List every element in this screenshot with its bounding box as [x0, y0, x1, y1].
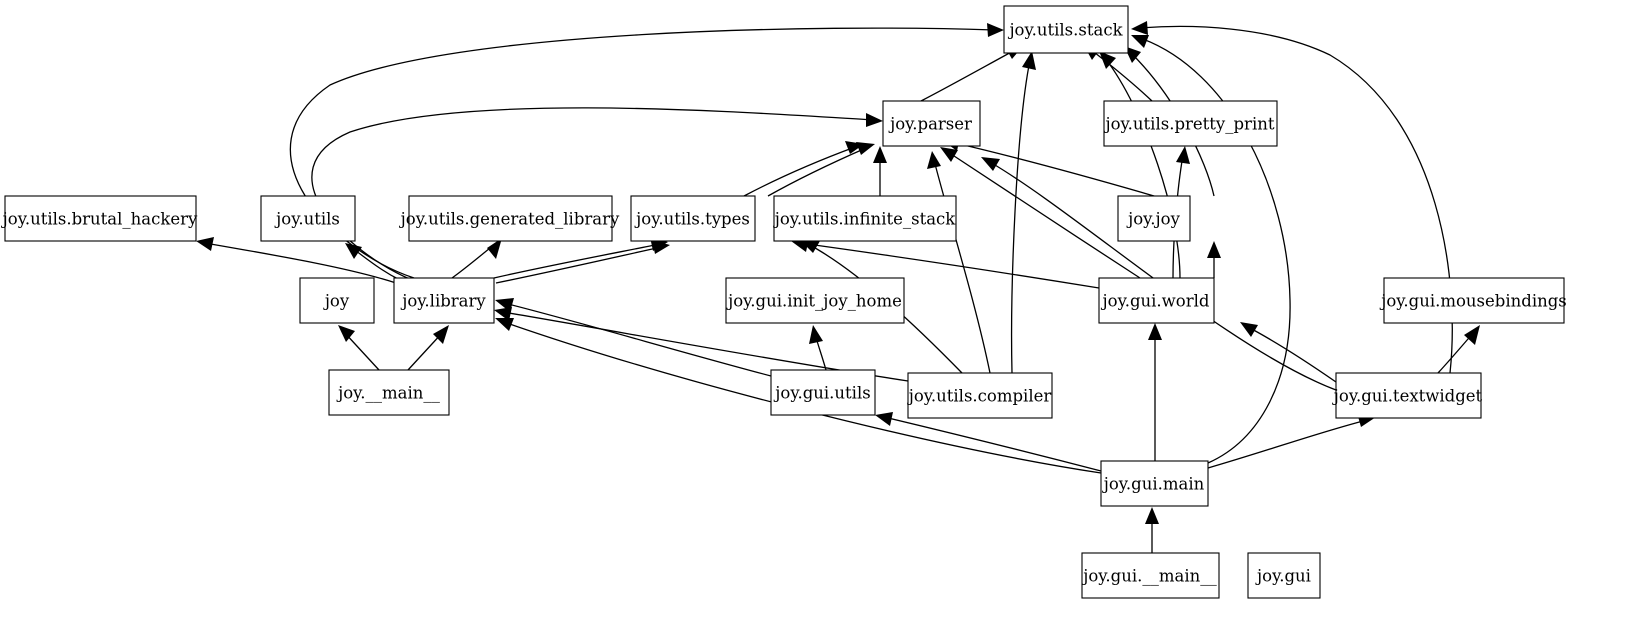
node-joy-gui-world[interactable]: joy.gui.world: [1098, 277, 1215, 324]
node-joy-parser[interactable]: joy.parser: [882, 100, 981, 147]
node-joy-utils-infinite-stack[interactable]: joy.utils.infinite_stack: [773, 195, 957, 242]
node-label-joy-gui-dunder-main: joy.gui.__main__: [1081, 567, 1217, 586]
edge-joy-gui-main-to-joy-utils-stack: [1131, 35, 1291, 464]
edge-joy-gui-main-to-joy-gui-textwidget: [1207, 413, 1376, 469]
edge-joy-library-to-joy-parser: [311, 107, 883, 281]
node-joy-gui-init-joy-home[interactable]: joy.gui.init_joy_home: [725, 277, 905, 324]
node-layer: joy.utils.stack joy.parser joy.utils.pre…: [1, 5, 1567, 599]
edge-joy-parser-to-joy-utils-stack: [920, 46, 1023, 102]
node-joy-gui-textwidget[interactable]: joy.gui.textwidget: [1332, 372, 1483, 419]
node-joy-utils-compiler[interactable]: joy.utils.compiler: [907, 372, 1053, 419]
edge-joy-gui-world-to-joy-utils-stack: [1099, 51, 1181, 279]
node-label-joy: joy: [323, 292, 350, 311]
edge-joy-joy-to-joy-parser: [942, 137, 1179, 204]
node-label-joy-utils-stack: joy.utils.stack: [1007, 21, 1123, 40]
edge-joy-main-to-joy: [338, 325, 380, 371]
edge-joy-library-to-joy-utils-types: [493, 237, 668, 279]
edge-joy-gui-main-module-to-joy-gui-main: [1145, 507, 1159, 553]
node-label-joy-dunder-main: joy.__main__: [336, 384, 441, 403]
node-joy-gui-utils[interactable]: joy.gui.utils: [770, 369, 876, 416]
node-joy-utils-generated-library[interactable]: joy.utils.generated_library: [399, 195, 620, 242]
edge-joy-utils-types-to-joy-parser-alt: [767, 142, 875, 197]
node-label-joy-gui-world: joy.gui.world: [1101, 292, 1210, 311]
edge-joy-library-to-joy-utils-generated-library: [451, 238, 502, 279]
edge-joy-utils-compiler-to-joy-parser: [927, 151, 991, 374]
node-joy-gui[interactable]: joy.gui: [1247, 552, 1321, 599]
node-joy-utils[interactable]: joy.utils: [260, 195, 356, 242]
edge-joy-gui-utils-to-joy-library: [495, 298, 772, 377]
node-label-joy-utils-brutal-hackery: joy.utils.brutal_hackery: [1, 210, 198, 229]
node-label-joy-utils: joy.utils: [274, 210, 340, 229]
edge-joy-gui-textwidget-to-joy-gui-world: [1240, 322, 1337, 383]
edge-joy-utils-types-to-joy-parser: [743, 141, 864, 197]
node-label-joy-utils-pretty-print: joy.utils.pretty_print: [1104, 115, 1275, 134]
node-joy-library[interactable]: joy.library: [393, 277, 495, 324]
edge-joy-main-to-joy-library: [407, 325, 449, 371]
edge-joy-gui-textwidget-to-joy-gui-mousebindings: [1437, 325, 1480, 374]
node-label-joy-gui: joy.gui: [1255, 567, 1311, 586]
node-label-joy-parser: joy.parser: [888, 115, 972, 134]
node-label-joy-gui-main: joy.gui.main: [1102, 475, 1205, 494]
edge-joy-library-to-joy-utils-types-alt: [495, 240, 670, 284]
edge-joy-gui-world-to-joy-parser: [940, 147, 1141, 279]
node-label-joy-gui-textwidget: joy.gui.textwidget: [1332, 387, 1483, 406]
edge-joy-utils-compiler-to-joy-utils-stack: [1010, 51, 1036, 374]
edge-joy-gui-textwidget-to-joy-parser: [981, 157, 1337, 391]
node-joy-utils-types[interactable]: joy.utils.types: [630, 195, 756, 242]
node-joy-utils-brutal-hackery[interactable]: joy.utils.brutal_hackery: [1, 195, 198, 242]
node-joy-gui-dunder-main[interactable]: joy.gui.__main__: [1081, 552, 1220, 599]
node-label-joy-utils-types: joy.utils.types: [634, 210, 750, 229]
edge-joy-library-to-joy-utils: [345, 243, 401, 281]
node-label-joy-gui-init-joy-home: joy.gui.init_joy_home: [726, 292, 902, 311]
node-joy-gui-mousebindings[interactable]: joy.gui.mousebindings: [1379, 277, 1567, 324]
node-label-joy-joy: joy.joy: [1126, 210, 1180, 229]
node-label-joy-gui-utils: joy.gui.utils: [773, 384, 870, 403]
node-joy-dunder-main[interactable]: joy.__main__: [328, 369, 450, 416]
node-label-joy-utils-infinite-stack: joy.utils.infinite_stack: [773, 210, 957, 229]
node-label-joy-gui-mousebindings: joy.gui.mousebindings: [1379, 292, 1567, 311]
edge-joy-gui-world-to-joy-joy: [1207, 241, 1221, 279]
node-label-joy-utils-compiler: joy.utils.compiler: [907, 387, 1052, 406]
edge-joy-utils-infinite-stack-to-joy-parser: [873, 146, 887, 196]
edge-joy-gui-main-to-joy-gui-utils: [875, 412, 1102, 472]
node-label-joy-utils-generated-library: joy.utils.generated_library: [399, 210, 620, 229]
node-label-joy-library: joy.library: [400, 292, 486, 311]
edge-joy-library-to-joy-utils-brutal-hackery: [196, 237, 397, 284]
node-joy-utils-stack[interactable]: joy.utils.stack: [1003, 5, 1129, 54]
node-joy-joy[interactable]: joy.joy: [1117, 195, 1191, 242]
node-joy-gui-main[interactable]: joy.gui.main: [1100, 460, 1209, 507]
edge-joy-gui-main-to-joy-gui-world: [1148, 323, 1162, 462]
edge-joy-gui-utils-to-joy-gui-init-joy-home: [809, 325, 827, 371]
node-joy-utils-pretty-print[interactable]: joy.utils.pretty_print: [1103, 100, 1278, 147]
node-joy[interactable]: joy: [299, 277, 375, 324]
